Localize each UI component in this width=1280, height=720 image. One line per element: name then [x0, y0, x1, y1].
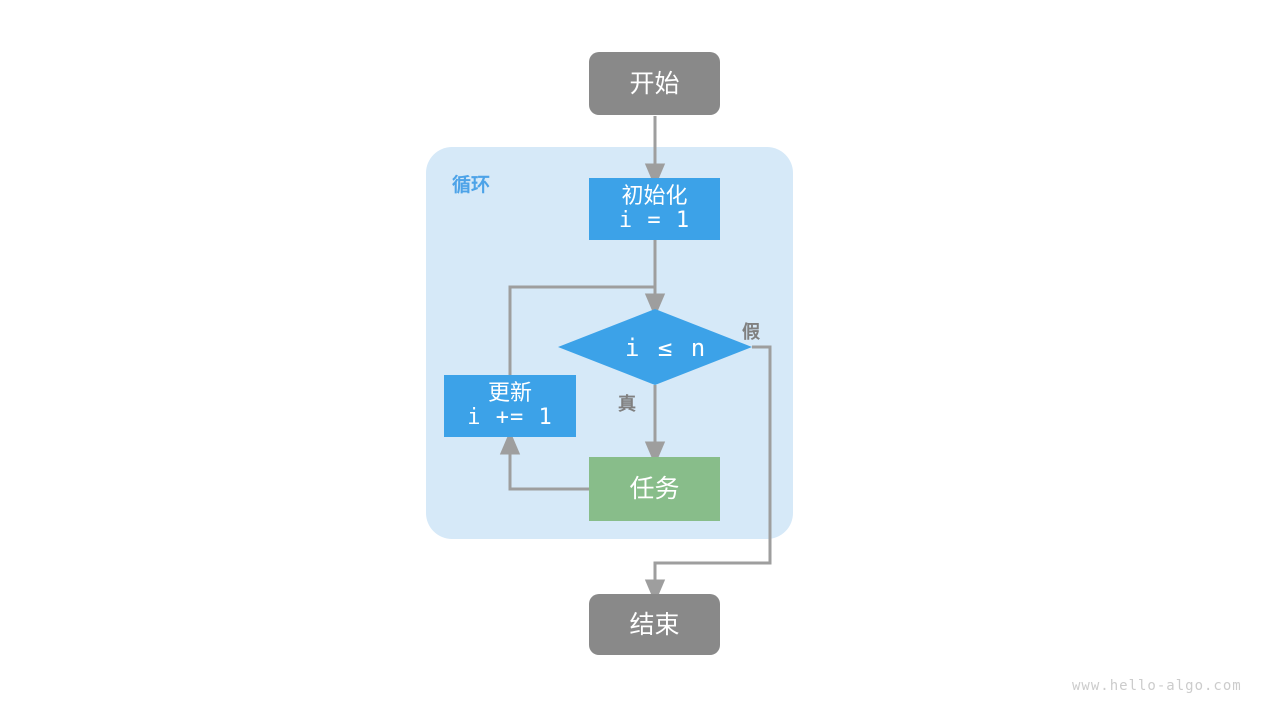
edge-label-true: 真	[618, 394, 636, 414]
loop-group-label: 循环	[452, 175, 491, 196]
node-update-label-line2: i += 1	[467, 405, 553, 430]
node-task[interactable]: 任务	[589, 457, 720, 521]
node-end[interactable]: 结束	[589, 594, 720, 655]
condition-diamond[interactable]	[558, 309, 752, 385]
node-init-label-line1: 初始化	[621, 183, 688, 209]
edge-update-to-condition	[508, 285, 655, 375]
watermark: www.hello-algo.com	[1072, 678, 1242, 694]
node-task-label: 任务	[629, 475, 680, 503]
node-init[interactable]: 初始化 i = 1	[589, 178, 720, 240]
node-end-label: 结束	[629, 610, 680, 639]
edge-condition-false-to-end	[644, 345, 772, 604]
node-update[interactable]: 更新 i += 1	[444, 375, 576, 437]
edge-task-to-update	[499, 430, 589, 491]
node-start[interactable]: 开始	[589, 52, 720, 115]
node-update-label-line1: 更新	[487, 380, 532, 406]
edge-label-false: 假	[742, 322, 760, 342]
node-init-label-line2: i = 1	[618, 208, 691, 233]
node-start-label: 开始	[629, 69, 680, 98]
node-condition-label: i ≤ n	[625, 334, 708, 362]
